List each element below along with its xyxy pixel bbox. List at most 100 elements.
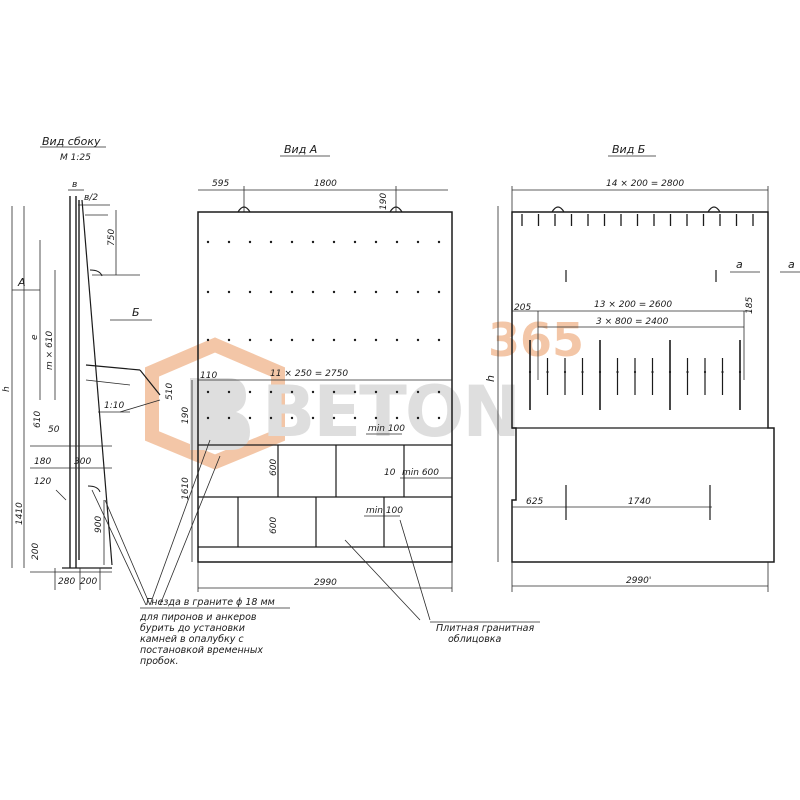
socket-hole bbox=[437, 338, 441, 342]
side-dim-610: 610 bbox=[33, 411, 43, 428]
socket-hole bbox=[227, 416, 231, 420]
side-view-title: Вид сбоку bbox=[42, 135, 101, 148]
lifting-loop-left-icon bbox=[237, 206, 251, 213]
view-a-dim-190b: 190 bbox=[181, 407, 191, 424]
view-b-anchor-bars bbox=[528, 340, 742, 410]
view-a-panel bbox=[197, 211, 453, 563]
anchor-dot bbox=[721, 370, 724, 374]
side-view-scale: М 1:25 bbox=[60, 153, 91, 163]
anchor-hook-icon bbox=[89, 269, 103, 277]
anchor-dot bbox=[738, 370, 742, 374]
side-slope: 1:10 bbox=[104, 401, 124, 411]
note-sockets-line-4: камней в опалубку с bbox=[140, 634, 244, 645]
socket-hole bbox=[206, 240, 210, 244]
view-b-label-h: h bbox=[484, 375, 497, 382]
view-a-dim-600-top: 600 bbox=[269, 459, 279, 476]
anchor-dot bbox=[616, 370, 619, 374]
view-b-top-ties bbox=[521, 214, 754, 226]
side-dim-200-bottom: 200 bbox=[80, 577, 97, 587]
socket-hole bbox=[374, 338, 378, 342]
side-label-mx610: m × 610 bbox=[45, 331, 55, 370]
watermark-b-icon bbox=[190, 378, 250, 450]
socket-hole bbox=[227, 390, 231, 394]
view-a-dim-10: 10 bbox=[384, 468, 396, 478]
socket-hole bbox=[227, 290, 231, 294]
socket-hole bbox=[374, 240, 378, 244]
side-label-h: h bbox=[2, 386, 12, 392]
annotations: Гнезда в граните ϕ 18 мм для пиронов и а… bbox=[91, 439, 540, 667]
note-sockets-line-1: Гнезда в граните ϕ 18 мм bbox=[146, 597, 275, 608]
socket-hole bbox=[206, 416, 210, 420]
socket-hole bbox=[353, 416, 357, 420]
view-b-dim-1740: 1740 bbox=[628, 497, 651, 507]
anchor-dot bbox=[668, 370, 672, 374]
side-dim-280: 280 bbox=[58, 577, 75, 587]
view-a-socket-holes bbox=[206, 240, 441, 420]
view-b-width-total: 2990' bbox=[626, 576, 651, 586]
socket-hole bbox=[290, 338, 294, 342]
watermark: 365 BETON bbox=[145, 313, 584, 470]
socket-hole bbox=[416, 390, 420, 394]
view-a-holes-row: 11 × 250 = 2750 bbox=[270, 369, 348, 379]
socket-hole bbox=[269, 416, 273, 420]
socket-hole bbox=[332, 240, 336, 244]
anchor-dot bbox=[651, 370, 654, 374]
view-a: Вид А 595 1800 190 110 11 × 250 = 2750 5… bbox=[165, 143, 453, 592]
socket-hole bbox=[248, 240, 252, 244]
note-sockets-line-3: бурить до установки bbox=[140, 623, 245, 634]
side-label-B: Б bbox=[132, 306, 140, 319]
socket-hole bbox=[374, 290, 378, 294]
view-b-section-a-right: а bbox=[788, 258, 795, 271]
view-a-dim-1800: 1800 bbox=[314, 179, 337, 189]
view-a-min100-top: min 100 bbox=[368, 424, 405, 434]
socket-hole bbox=[311, 240, 315, 244]
socket-hole bbox=[416, 416, 420, 420]
socket-hole bbox=[227, 338, 231, 342]
socket-hole bbox=[311, 416, 315, 420]
view-a-dim-595: 595 bbox=[212, 179, 229, 189]
lifting-loop-b-right-icon bbox=[707, 206, 721, 213]
socket-hole bbox=[311, 390, 315, 394]
anchor-dot bbox=[563, 370, 567, 374]
view-a-dim-190: 190 bbox=[379, 193, 389, 210]
view-a-dim-110: 110 bbox=[200, 371, 217, 381]
socket-hole bbox=[206, 390, 210, 394]
side-view: Вид сбоку М 1:25 в в/2 750 е m × 610 h А… bbox=[2, 135, 161, 590]
view-b-panel bbox=[511, 211, 775, 563]
anchor-dot bbox=[598, 370, 602, 374]
socket-hole bbox=[248, 338, 252, 342]
socket-hole bbox=[416, 338, 420, 342]
socket-hole bbox=[416, 290, 420, 294]
socket-hole bbox=[332, 390, 336, 394]
socket-hole bbox=[290, 390, 294, 394]
note-sockets-line-5: постановкой временных bbox=[140, 645, 263, 656]
side-dim-750: 750 bbox=[107, 229, 117, 246]
socket-hole bbox=[248, 290, 252, 294]
socket-hole bbox=[353, 290, 357, 294]
socket-hole bbox=[206, 290, 210, 294]
note-cladding-line-2: облицовка bbox=[448, 634, 502, 645]
anchor-dot bbox=[546, 370, 549, 374]
side-dim-300: 300 bbox=[74, 457, 91, 467]
side-label-e: е bbox=[30, 334, 40, 340]
side-dim-200-left: 200 bbox=[31, 543, 41, 560]
view-a-title: Вид А bbox=[284, 143, 317, 156]
side-dim-50: 50 bbox=[48, 425, 60, 435]
socket-hole bbox=[437, 416, 441, 420]
lifting-loop-b-left-icon bbox=[551, 206, 565, 213]
socket-hole bbox=[395, 240, 399, 244]
socket-hole bbox=[311, 290, 315, 294]
view-b-dim-625: 625 bbox=[526, 497, 543, 507]
socket-hole bbox=[227, 240, 231, 244]
socket-hole bbox=[395, 390, 399, 394]
lifting-loop-right-icon bbox=[389, 206, 403, 213]
side-letter-b: в bbox=[72, 180, 77, 190]
socket-hole bbox=[332, 416, 336, 420]
view-b-row-13: 13 × 200 = 2600 bbox=[594, 300, 672, 310]
socket-hole bbox=[311, 338, 315, 342]
socket-hole bbox=[290, 290, 294, 294]
socket-hole bbox=[332, 338, 336, 342]
socket-hole bbox=[269, 240, 273, 244]
